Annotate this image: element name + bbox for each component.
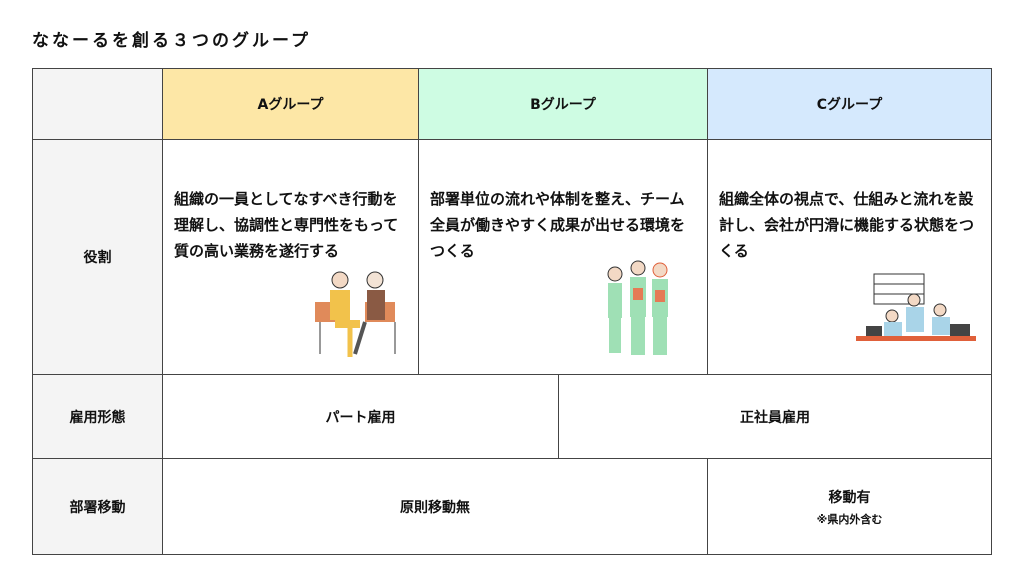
transfer-yes: 移動有 ※県内外含む (707, 458, 992, 555)
row-label-transfer: 部署移動 (32, 458, 163, 555)
header-group-c: Cグループ (707, 68, 992, 140)
header-corner (32, 68, 163, 140)
role-b: 部署単位の流れや体制を整え、チーム全員が働きやすく成果が出せる環境をつくる (418, 139, 708, 375)
role-a-text: 組織の一員としてなすべき行動を理解し、協調性と専門性をもって質の高い業務を遂行す… (174, 190, 399, 260)
page-title: ななーるを創る３つのグループ (32, 31, 311, 51)
role-a: 組織の一員としてなすべき行動を理解し、協調性と専門性をもって質の高い業務を遂行す… (162, 139, 419, 375)
row-label-role: 役割 (32, 139, 163, 375)
role-c-text: 組織全体の視点で、仕組みと流れを設計し、会社が円滑に機能する状態をつくる (719, 190, 975, 260)
transfer-yes-label: 移動有 (828, 489, 871, 506)
team-illustration (607, 260, 668, 355)
transfer-none: 原則移動無 (162, 458, 708, 555)
header-group-b: Bグループ (418, 68, 708, 140)
meeting-illustration (856, 273, 976, 341)
caregiver-illustration (315, 271, 396, 357)
header-group-a: Aグループ (162, 68, 419, 140)
transfer-note: ※県内外含む (816, 512, 883, 526)
role-b-text: 部署単位の流れや体制を整え、チーム全員が働きやすく成果が出せる環境をつくる (430, 190, 686, 260)
employment-full-time: 正社員雇用 (558, 374, 992, 459)
row-label-employment: 雇用形態 (32, 374, 163, 459)
employment-part-time: パート雇用 (162, 374, 559, 459)
